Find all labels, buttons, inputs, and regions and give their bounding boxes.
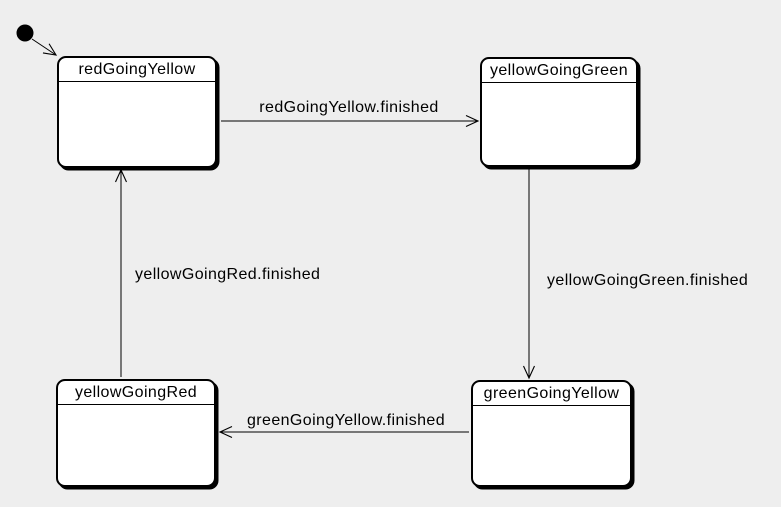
transition-label-yellowGoingGreen-finished: yellowGoingGreen.finished [547,272,749,289]
initial-transition-line[interactable] [31,38,58,56]
transition-label-redGoingYellow-finished: redGoingYellow.finished [259,99,439,116]
transition-label-greenGoingYellow-finished: greenGoingYellow.finished [247,412,445,429]
state-yellowGoingRed[interactable]: yellowGoingRed [56,379,216,487]
state-body [58,405,214,485]
state-title: yellowGoingRed [58,381,214,405]
initial-state-dot[interactable] [16,24,34,42]
state-title: redGoingYellow [59,58,215,82]
state-title: greenGoingYellow [473,382,630,406]
transition-label-yellowGoingRed-finished: yellowGoingRed.finished [135,266,321,283]
state-greenGoingYellow[interactable]: greenGoingYellow [471,380,632,487]
state-title: yellowGoingGreen [482,59,636,83]
state-redGoingYellow[interactable]: redGoingYellow [57,56,217,168]
state-yellowGoingGreen[interactable]: yellowGoingGreen [480,57,638,167]
state-body [482,83,636,165]
state-body [473,406,630,485]
state-body [59,82,215,166]
